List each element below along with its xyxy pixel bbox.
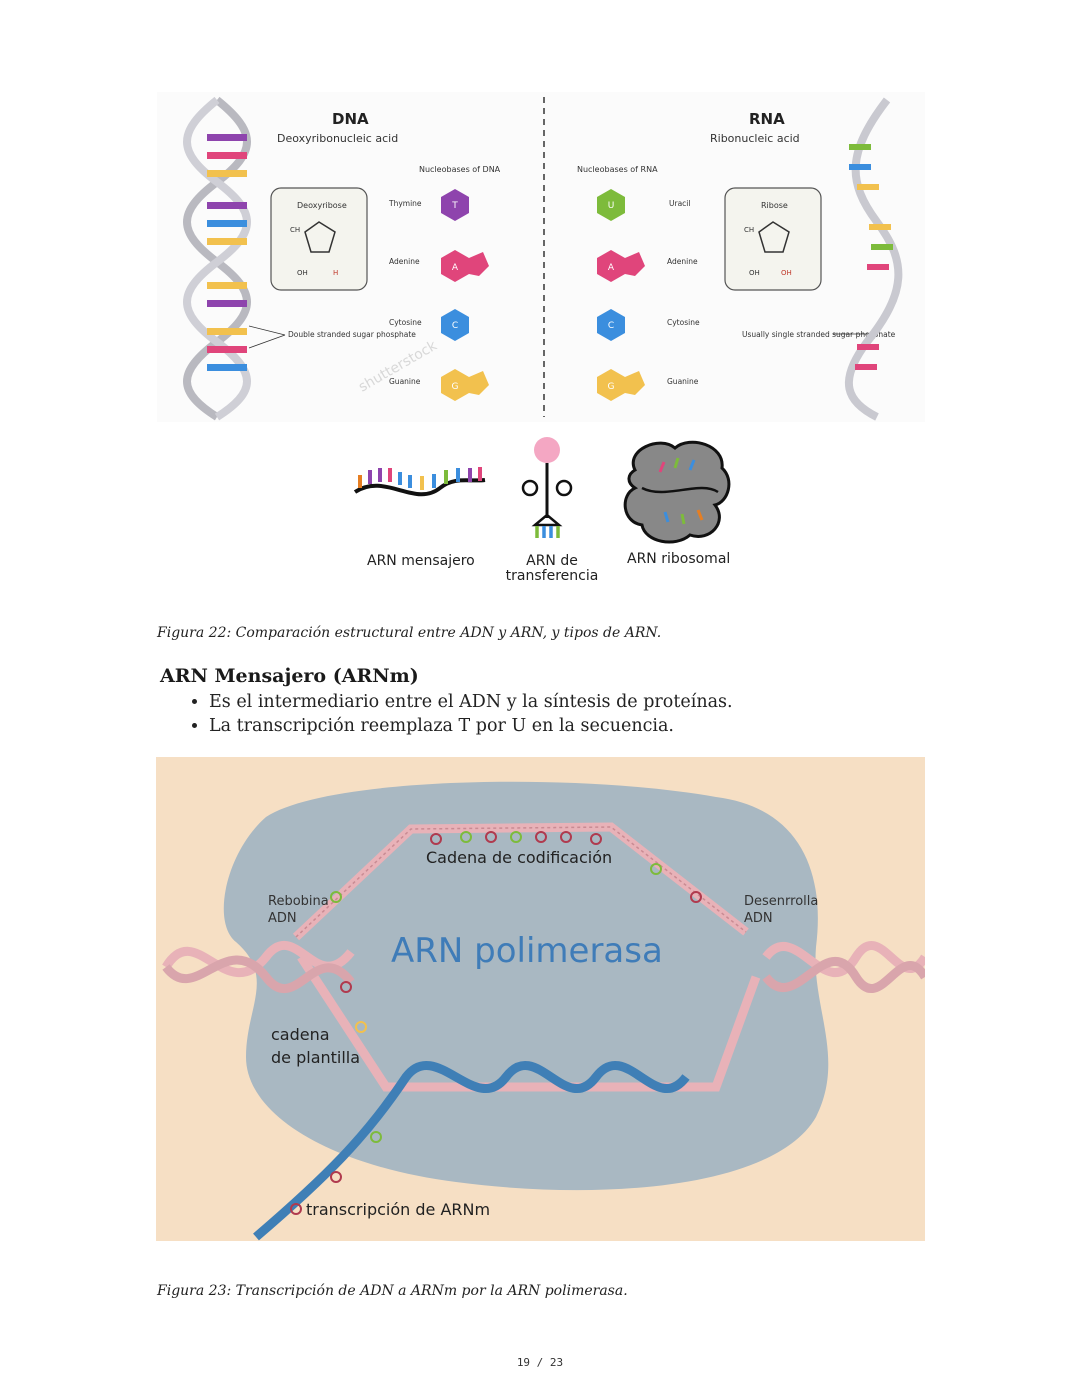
guanine-molecule-icon xyxy=(441,369,469,401)
rna-guanine-molecule-icon xyxy=(597,369,625,401)
transfer-rna-label-line1: ARN de xyxy=(526,553,578,569)
svg-text:Cytosine: Cytosine xyxy=(389,318,422,327)
svg-text:T: T xyxy=(451,201,458,211)
thymine-molecule-icon xyxy=(441,189,469,221)
svg-text:A: A xyxy=(608,263,615,273)
uracil-molecule-icon xyxy=(597,189,625,221)
svg-text:Adenine: Adenine xyxy=(389,257,420,266)
svg-text:CH: CH xyxy=(290,226,300,234)
rna-polymerase-enzyme-shape xyxy=(223,781,829,1191)
svg-text:OH: OH xyxy=(297,269,308,277)
figure-22-caption: Figura 22: Comparación estructural entre… xyxy=(157,625,662,641)
dna-strand-label: Double stranded sugar phosphate xyxy=(288,330,416,339)
dna-rna-comparison-figure: DNA Deoxyribonucleic acid Nucleobases of… xyxy=(157,92,925,422)
adenine-molecule-icon xyxy=(441,250,469,282)
bullet-item: Es el intermediario entre el ADN y la sí… xyxy=(209,690,733,714)
svg-text:C: C xyxy=(608,321,614,331)
svg-text:U: U xyxy=(608,201,615,211)
rna-nucleobases-title: Nucleobases of RNA xyxy=(577,165,658,174)
template-strand-label-line2: de plantilla xyxy=(271,1048,360,1067)
section-heading: ARN Mensajero (ARNm) xyxy=(160,665,419,687)
transfer-rna-label-line2: transferencia xyxy=(506,568,599,584)
section-bullet-list: Es el intermediario entre el ADN y la sí… xyxy=(189,690,733,738)
deoxyribose-label: Deoxyribose xyxy=(297,201,347,210)
rewind-dna-label-line1: Rebobina xyxy=(268,894,329,909)
svg-text:OH: OH xyxy=(781,269,792,277)
nucleotide-dots xyxy=(290,831,702,1215)
transfer-rna-icon xyxy=(521,437,573,538)
ribose-label: Ribose xyxy=(761,201,788,210)
svg-text:G: G xyxy=(608,382,615,392)
svg-text:Uracil: Uracil xyxy=(669,199,690,208)
ribosomal-rna-label: ARN ribosomal xyxy=(627,551,730,567)
transcription-figure: ARN polimerasa Cadena de codificación Re… xyxy=(156,757,925,1241)
ribosomal-rna-icon xyxy=(623,440,731,544)
rewind-dna-label-line2: ADN xyxy=(268,911,297,926)
rna-title: RNA xyxy=(749,110,785,128)
messenger-rna-label: ARN mensajero xyxy=(367,553,475,569)
svg-text:Thymine: Thymine xyxy=(388,199,422,208)
dna-title: DNA xyxy=(332,110,369,128)
rna-types-figure: ARN mensajero ARN de transferencia ARN r… xyxy=(353,437,731,584)
rna-cytosine-molecule-icon xyxy=(597,309,625,341)
unwind-dna-label-line2: ADN xyxy=(744,911,773,926)
rna-polymerase-label: ARN polimerasa xyxy=(391,931,663,971)
svg-text:CH: CH xyxy=(744,226,754,234)
deoxyribose-box xyxy=(270,187,368,291)
svg-text:A: A xyxy=(452,263,459,273)
rna-strand-illustration xyxy=(845,97,903,421)
coding-strand-label: Cadena de codificación xyxy=(426,848,612,867)
svg-text:C: C xyxy=(452,321,458,331)
cytosine-molecule-icon xyxy=(441,309,469,341)
bullet-item: La transcripción reemplaza T por U en la… xyxy=(209,714,733,738)
messenger-rna-icon xyxy=(353,467,486,497)
template-strand-label-line1: cadena xyxy=(271,1025,330,1044)
svg-text:Cytosine: Cytosine xyxy=(667,318,700,327)
unwind-dna-label-line1: Desenrrolla xyxy=(744,894,818,909)
page-number: 19 / 23 xyxy=(516,1356,564,1369)
svg-text:Adenine: Adenine xyxy=(667,257,698,266)
rna-subtitle: Ribonucleic acid xyxy=(710,132,800,145)
rna-strand-label: Usually single stranded sugar phosphate xyxy=(742,330,896,339)
dna-subtitle: Deoxyribonucleic acid xyxy=(277,132,398,145)
svg-text:H: H xyxy=(333,269,338,277)
svg-text:G: G xyxy=(452,382,459,392)
dna-helix-illustration xyxy=(183,96,251,421)
svg-text:Guanine: Guanine xyxy=(667,377,699,386)
watermark-text: shutterstock xyxy=(356,337,441,395)
svg-text:OH: OH xyxy=(749,269,760,277)
ribose-box xyxy=(724,187,822,291)
figure-23-caption: Figura 23: Transcripción de ADN a ARNm p… xyxy=(157,1283,628,1299)
dna-nucleobases-title: Nucleobases of DNA xyxy=(419,165,501,174)
svg-text:Guanine: Guanine xyxy=(389,377,421,386)
mrna-transcription-label: transcripción de ARNm xyxy=(306,1200,490,1219)
rna-adenine-molecule-icon xyxy=(597,250,625,282)
